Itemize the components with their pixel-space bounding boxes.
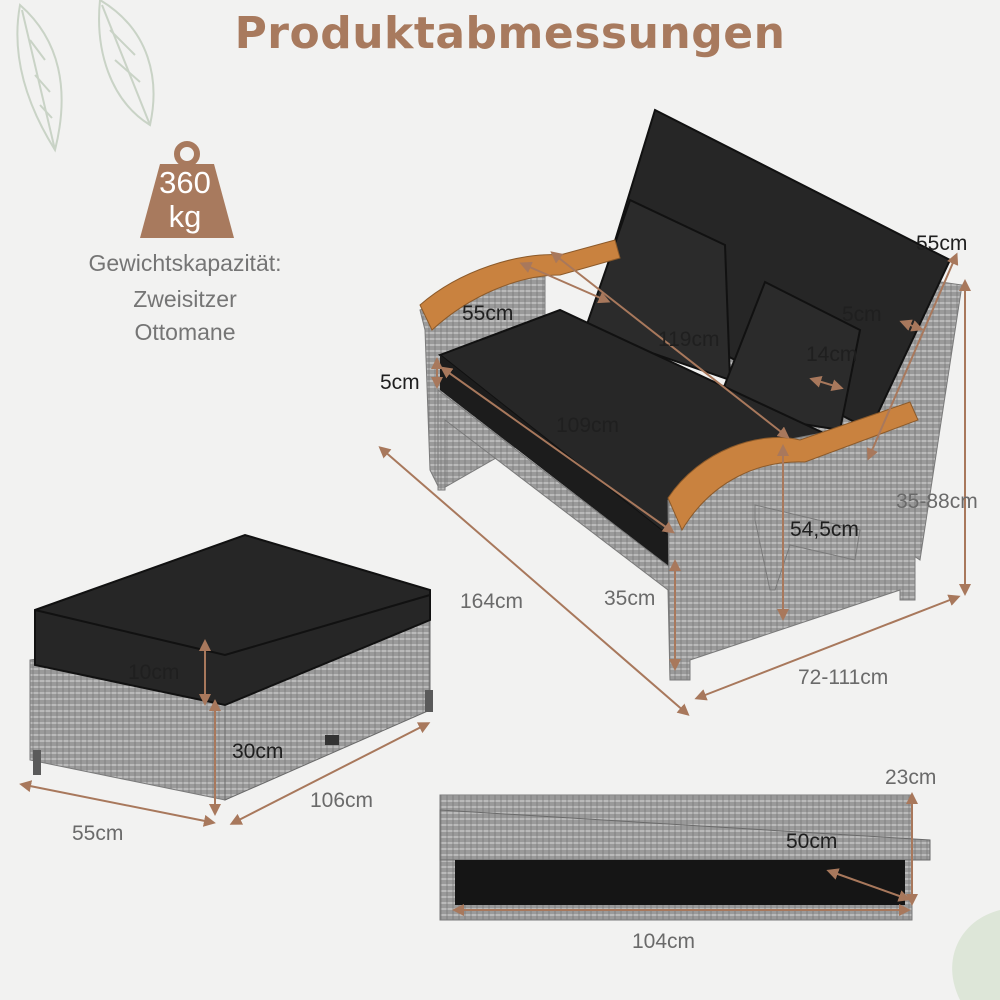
capacity-line-2: Ottomane (134, 319, 236, 345)
label-sofa-pillow-thickness: 14cm (806, 343, 858, 366)
ottoman-dimension-lines (19, 639, 431, 827)
label-storage-depth: 50cm (786, 830, 838, 853)
capacity-line-1: Zweisitzer (133, 286, 237, 312)
leaf-decoration-bottom-right (952, 910, 1000, 1000)
weight-badge: 360 kg (150, 166, 220, 234)
label-sofa-total-height: 35-88cm (896, 490, 978, 513)
weight-icon (140, 141, 234, 238)
label-sofa-back-height: 55cm (916, 232, 968, 255)
ottoman (29, 533, 433, 801)
storage-compartment (439, 794, 931, 921)
label-sofa-length: 164cm (460, 590, 524, 613)
sofa-dimension-lines (378, 251, 971, 716)
label-ottoman-width: 55cm (72, 822, 124, 845)
label-sofa-back-width: 119cm (658, 328, 720, 351)
label-storage-height: 23cm (885, 766, 937, 789)
label-sofa-depth: 72-111cm (798, 666, 889, 689)
storage-dimension-lines (452, 792, 918, 916)
weight-unit: kg (168, 199, 202, 234)
label-ottoman-length: 106cm (310, 789, 374, 812)
label-storage-width: 104cm (632, 930, 696, 953)
label-sofa-seat-width: 109cm (556, 414, 620, 437)
label-sofa-pillow-gap: 5cm (842, 303, 882, 326)
label-sofa-leg-height: 35cm (604, 587, 656, 610)
label-sofa-armrest-depth: 55cm (462, 302, 514, 325)
label-sofa-seat-cushion: 5cm (380, 371, 420, 394)
label-sofa-seat-height: 54,5cm (790, 518, 859, 541)
page-title: Produktabmessungen (234, 8, 786, 59)
label-ottoman-cushion: 10cm (128, 661, 180, 684)
ottoman-cushion (34, 533, 431, 707)
capacity-label: Gewichtskapazität: (88, 250, 282, 276)
label-ottoman-height: 30cm (232, 740, 284, 763)
leaf-decoration-top-left (16, 0, 155, 153)
weight-value: 360 (159, 165, 211, 200)
